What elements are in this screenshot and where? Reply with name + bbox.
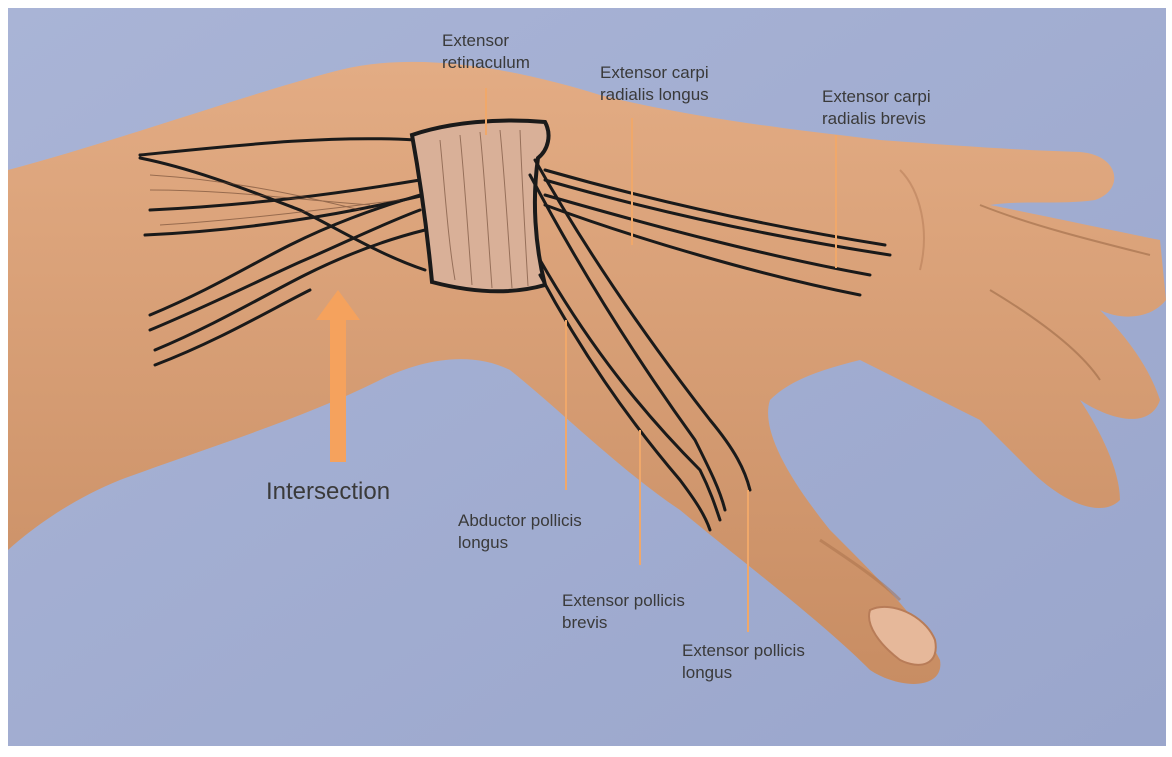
extensor-retinaculum-band: [412, 121, 549, 292]
label-extensor-retinaculum: Extensor retinaculum: [442, 30, 530, 74]
label-extensor-pollicis-longus: Extensor pollicis longus: [682, 640, 805, 684]
label-intersection: Intersection: [266, 478, 390, 506]
label-extensor-carpi-radialis-brevis: Extensor carpi radialis brevis: [822, 86, 931, 130]
label-extensor-pollicis-brevis: Extensor pollicis brevis: [562, 590, 685, 634]
label-abductor-pollicis-longus: Abductor pollicis longus: [458, 510, 582, 554]
label-extensor-carpi-radialis-longus: Extensor carpi radialis longus: [600, 62, 709, 106]
